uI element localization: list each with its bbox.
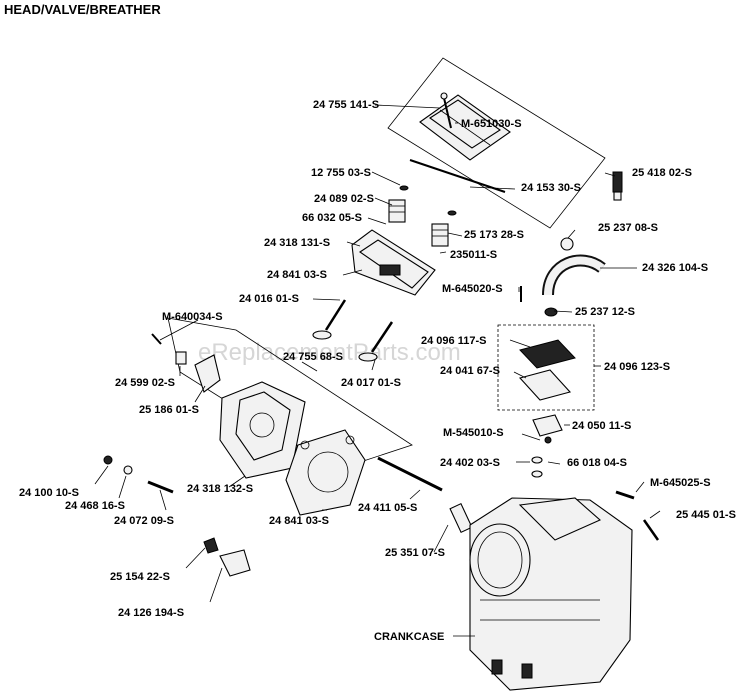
cover-gasket — [409, 159, 506, 193]
part-label: M-645020-S — [442, 283, 503, 295]
part-label: 24 017 01-S — [341, 377, 401, 389]
part-label: 24 755 141-S — [313, 99, 379, 111]
part-label: 24 755 68-S — [283, 351, 343, 363]
breather-assembly — [518, 339, 576, 478]
lifting-bracket — [203, 537, 251, 577]
cylinder-head-132 — [219, 381, 306, 479]
cover-screw — [440, 92, 452, 129]
head-screw — [151, 333, 162, 345]
part-label: 24 050 11-S — [572, 420, 631, 432]
push-rod — [377, 456, 443, 492]
part-label: 24 096 117-S — [421, 335, 486, 347]
part-label: 24 599 02-S — [115, 377, 175, 389]
part-label: 235011-S — [450, 249, 497, 261]
part-label: 25 154 22-S — [110, 571, 170, 583]
part-label: 25 418 02-S — [632, 167, 692, 179]
head-gasket — [285, 429, 366, 516]
part-label: 24 326 104-S — [642, 262, 708, 274]
part-label: 24 841 03-S — [267, 269, 327, 281]
part-label: 24 041 67-S — [440, 365, 500, 377]
part-label: 66 032 05-S — [302, 212, 362, 224]
part-label: 24 411 05-S — [358, 502, 417, 514]
breather-hose — [520, 237, 606, 317]
part-label: 24 016 01-S — [239, 293, 299, 305]
valve-lifter — [449, 502, 473, 534]
cylinder-head-131 — [351, 229, 436, 296]
part-label: 24 126 194-S — [118, 607, 184, 619]
part-label: 25 237 12-S — [575, 306, 635, 318]
valves — [312, 299, 394, 362]
part-label: 12 755 03-S — [311, 167, 371, 179]
part-label: 24 318 132-S — [187, 483, 253, 495]
part-label: 24 089 02-S — [314, 193, 374, 205]
part-label: 25 173 28-S — [464, 229, 524, 241]
part-label: 24 153 30-S — [521, 182, 581, 194]
part-label: M-651030-S — [461, 118, 522, 130]
part-label: 24 072 09-S — [114, 515, 174, 527]
part-label: 66 018 04-S — [567, 457, 627, 469]
part-label: M-640034-S — [162, 311, 223, 323]
part-labels: 24 755 141-S M-651030-S 12 755 03-S 24 1… — [19, 99, 736, 643]
part-label: M-645025-S — [650, 477, 711, 489]
stud-nut-washer — [103, 455, 174, 494]
part-label: 25 186 01-S — [139, 404, 199, 416]
breather-kit-box — [497, 324, 595, 411]
diagram-title: HEAD/VALVE/BREATHER — [4, 2, 161, 17]
leader-lines — [94, 104, 661, 637]
part-label: 25 351 07-S — [385, 547, 445, 559]
side-bracket — [615, 490, 660, 541]
part-label: 24 841 03-S — [269, 515, 329, 527]
part-label: 24 096 123-S — [604, 361, 670, 373]
part-label: 24 402 03-S — [440, 457, 500, 469]
spark-plug — [612, 171, 623, 201]
watermark: eReplacementParts.com — [198, 339, 461, 366]
part-label: 24 100 10-S — [19, 487, 79, 499]
part-label: 25 445 01-S — [676, 509, 736, 521]
part-label: 24 468 16-S — [65, 500, 125, 512]
part-label: 25 237 08-S — [598, 222, 658, 234]
crankcase — [469, 497, 633, 691]
valve-cover-group-box — [387, 57, 606, 229]
part-label: M-545010-S — [443, 427, 504, 439]
part-label: 24 318 131-S — [264, 237, 330, 249]
rocker-bracket — [175, 351, 221, 393]
valve-springs — [388, 185, 457, 247]
part-label: CRANKCASE — [374, 631, 444, 643]
